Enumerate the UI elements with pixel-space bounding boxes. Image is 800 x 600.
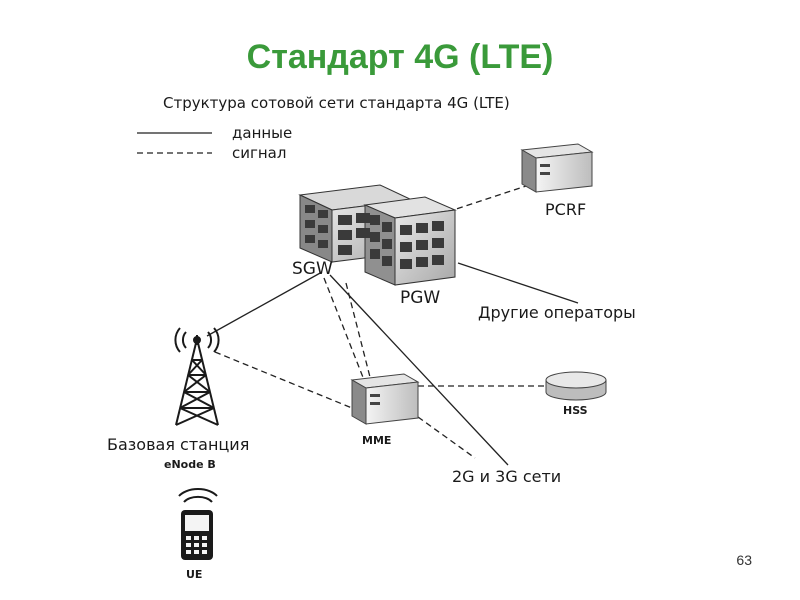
link-pgw-mme	[345, 282, 373, 386]
server-rack-icon	[298, 184, 457, 286]
diagram-subtitle: Структура сотовой сети стандарта 4G (LTE…	[163, 94, 510, 112]
database-icon	[545, 371, 607, 401]
link-pgw-other-operators	[457, 262, 579, 304]
node-label-sgw: SGW	[292, 259, 333, 279]
legend-signal-label: сигнал	[232, 144, 286, 162]
node-label-base-station: Базовая станция	[107, 435, 249, 454]
node-label-2g3g: 2G и 3G сети	[452, 467, 561, 486]
connections	[206, 185, 579, 466]
mobile-phone-icon	[178, 488, 218, 560]
node-label-other-operators: Другие операторы	[478, 303, 636, 322]
link-sgw-enodeb	[206, 271, 323, 337]
node-label-enodeb: eNode B	[164, 458, 216, 471]
node-label-pgw: PGW	[400, 288, 440, 308]
server-icon	[350, 373, 420, 425]
node-label-mme: MME	[362, 434, 391, 447]
legend: данные сигнал	[137, 124, 292, 162]
antenna-tower-icon	[174, 327, 220, 426]
node-label-pcrf: PCRF	[545, 200, 586, 219]
server-icon	[520, 143, 594, 193]
legend-data-label: данные	[232, 124, 292, 142]
link-mme-2g3g	[417, 416, 476, 459]
link-sgw-2g3g	[329, 274, 509, 466]
slide-title: Стандарт 4G (LTE)	[246, 38, 554, 76]
page-number: 63	[736, 552, 752, 568]
link-enodeb-mme	[214, 351, 353, 409]
link-sgw-mme	[323, 277, 367, 386]
node-label-hss: HSS	[563, 404, 588, 417]
node-label-ue: UE	[186, 568, 202, 581]
